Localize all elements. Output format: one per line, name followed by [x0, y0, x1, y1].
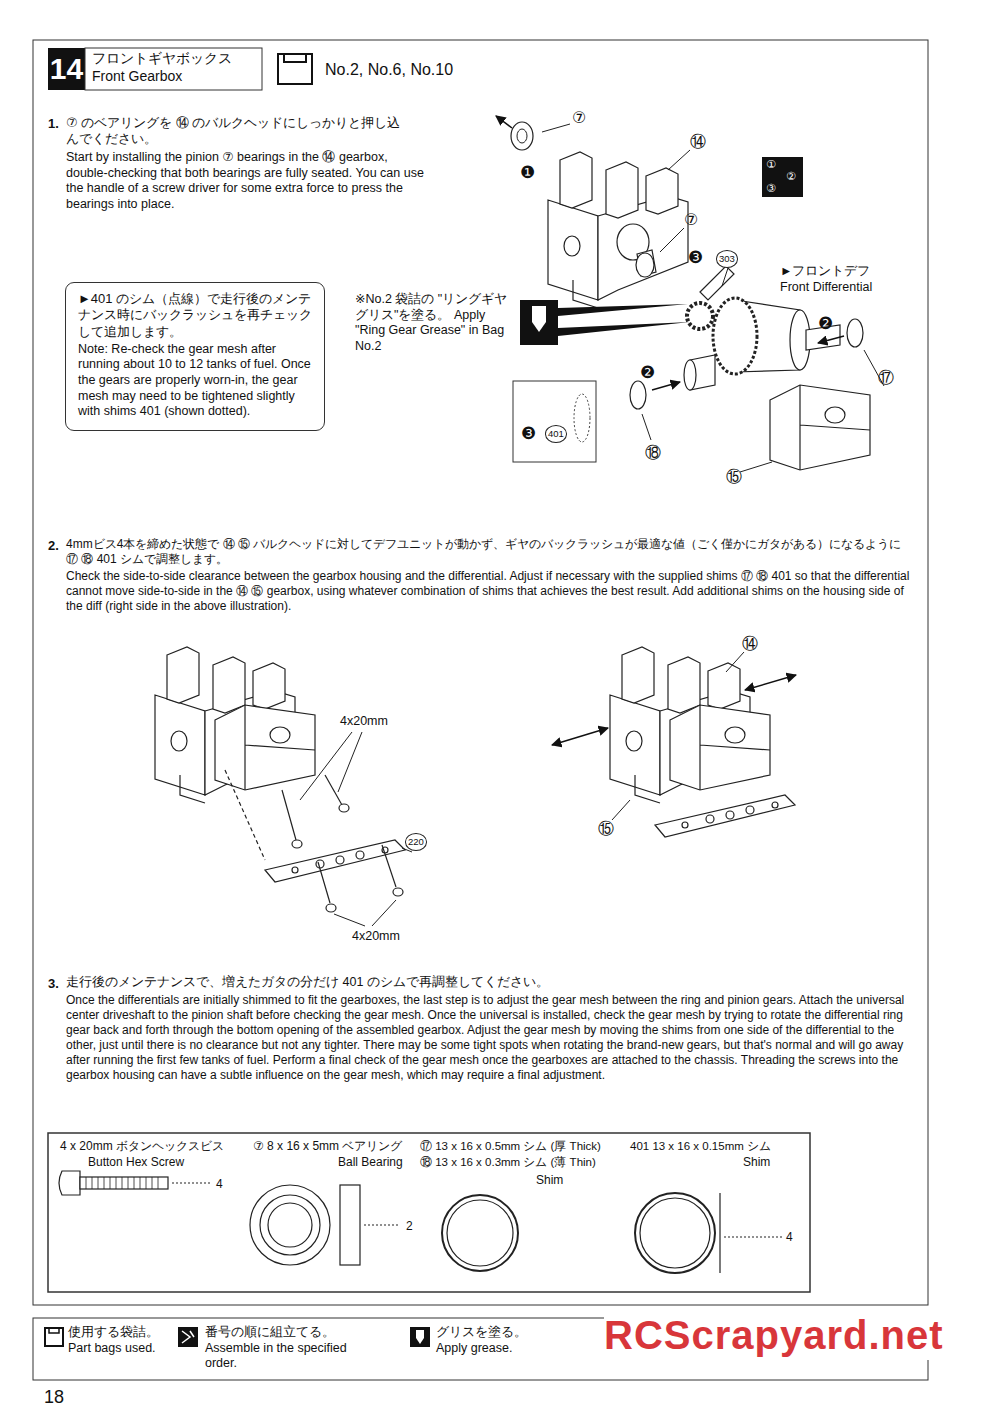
parts-pictures: [48, 1133, 810, 1292]
callout-number: 220: [405, 833, 427, 851]
step-marker: ❷: [818, 313, 833, 334]
node-text: 401 13 x 16 x 0.15mm シム: [630, 1139, 771, 1153]
step-marker: ❸: [688, 247, 703, 268]
node-text: Shim: [743, 1155, 770, 1170]
node-text: Button Hex Screw: [88, 1155, 184, 1170]
node-text: Note: Re-check the gear mesh after runni…: [78, 342, 312, 420]
callout-number: ⑮: [598, 819, 614, 839]
page-frame: [33, 40, 928, 1380]
inset-box: ❸ 401: [513, 381, 596, 462]
callout-number: ⑦: [684, 210, 698, 230]
note-box: ►401 のシム（点線）で走行後のメンテナンス時にバックラッシュを再チェックして…: [65, 282, 325, 431]
node-text: ⑱ 13 x 16 x 0.3mm シム (薄 Thin): [420, 1155, 596, 1169]
instruction-text: Once the differentials are initially shi…: [66, 993, 924, 1083]
inset-shim: [513, 381, 596, 462]
grease-note: ※No.2 袋詰の "リングギヤグリス"を塗る。 Apply "Ring Gea…: [355, 292, 515, 355]
callout-number: 303: [716, 250, 738, 268]
legend-text: 使用する袋詰。 Part bags used.: [68, 1325, 180, 1356]
instruction-text: 走行後のメンテナンスで、増えたガタの分だけ 401 のシムで再調整してください。: [66, 975, 916, 991]
callout-number: ⑱: [645, 443, 661, 463]
part-name: ►フロントデフ Front Differential: [780, 264, 892, 295]
node-text: 4: [216, 1177, 223, 1192]
node-text: 4 x 20mm ボタンヘックスビス: [60, 1139, 224, 1154]
step-header: [48, 48, 262, 90]
dimension: 4x20mm: [352, 929, 400, 945]
callout-number: ⑭: [690, 132, 706, 152]
node-text: ⑰ 13 x 16 x 0.5mm シム (厚 Thick): [420, 1139, 601, 1153]
watermark: RCScrapyard.net: [604, 1310, 944, 1360]
assembly-order-icon: [762, 157, 803, 197]
step-marker: ❶: [520, 162, 535, 183]
node-text: ❸: [521, 423, 536, 444]
instruction-text: Start by installing the pinion ⑦ bearing…: [66, 150, 431, 213]
dimension: 4x20mm: [340, 714, 388, 730]
callout-number: ⑰: [878, 368, 894, 388]
step-number: 2.: [48, 538, 59, 554]
step-number: 1.: [48, 116, 59, 132]
callout-number: ⑦: [572, 108, 586, 128]
order-digit: ①: [766, 158, 776, 172]
gearbox-exploded: [496, 116, 884, 472]
gearbox-screws: [155, 647, 796, 926]
node-text: Ball Bearing: [338, 1155, 403, 1170]
order-digit: ②: [786, 170, 796, 184]
callout-number: ⑭: [742, 634, 758, 654]
instruction-text: 4mmビス4本を締めた状態で ⑭ ⑮ バルクヘッドに対してデフユニットが動かず、…: [66, 537, 916, 567]
bag-icon: [278, 54, 312, 84]
bag-numbers: No.2, No.6, No.10: [325, 60, 453, 80]
step-number: 14: [48, 48, 85, 90]
node-text: Shim: [536, 1173, 563, 1188]
node-text: ►401 のシム（点線）で走行後のメンテナンス時にバックラッシュを再チェックして…: [78, 291, 312, 340]
parts-table: 4 x 20mm ボタンヘックスビスButton Hex Screw 4 ⑦ 8 x…: [48, 1133, 810, 1292]
node-text: 2: [406, 1219, 413, 1234]
node-text: ⑦ 8 x 16 x 5mm ベアリング: [253, 1139, 402, 1154]
step-marker: ❷: [640, 362, 655, 383]
node-text: 4: [786, 1230, 793, 1245]
step-number: 3.: [48, 976, 59, 992]
callout-number: ⑮: [726, 467, 742, 487]
legend-text: グリスを塗る。 Apply grease.: [436, 1325, 536, 1356]
instruction-text: ⑦ のベアリングを ⑭ のバルクヘッドにしっかりと押し込んでください。: [66, 115, 411, 148]
order-digit: ③: [766, 182, 776, 196]
step-title: フロントギヤボックス Front Gearbox: [92, 50, 258, 85]
instruction-text: Check the side-to-side clearance between…: [66, 569, 916, 614]
legend-text: 番号の順に組立てる。 Assemble in the specified ord…: [205, 1325, 355, 1372]
node-text: 401: [545, 425, 567, 443]
page-number: 18: [44, 1386, 64, 1409]
